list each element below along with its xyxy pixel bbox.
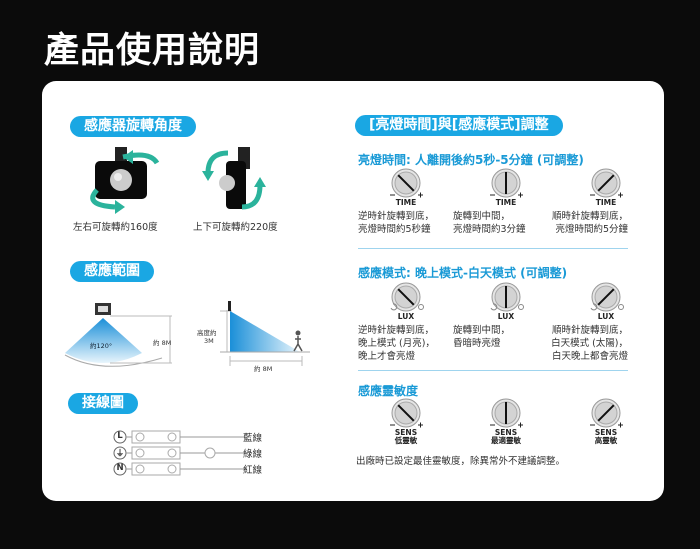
sens-knob-icon bbox=[390, 398, 423, 428]
vertical-rotation-caption: 上下可旋轉約220度 bbox=[193, 222, 278, 233]
sensitivity-heading: 感應靈敏度 bbox=[358, 384, 419, 398]
section-pill-rotation: 感應器旋轉角度 bbox=[70, 116, 196, 137]
divider bbox=[358, 370, 628, 371]
knob-label: SENS bbox=[394, 428, 418, 437]
knob-label: SENS bbox=[494, 428, 518, 437]
lux-description: 順時針旋轉到底， 白天模式 (太陽)， 白天晚上都會亮燈 bbox=[551, 325, 628, 362]
knob-sublabel: 低靈敏 bbox=[394, 436, 418, 445]
time-knob-max[interactable]: TIME bbox=[576, 167, 636, 207]
angle-label: 約120° bbox=[90, 342, 113, 350]
wire-color-label: 綠線 bbox=[243, 449, 263, 460]
height-label: 高度約 bbox=[197, 329, 217, 337]
time-knob-min[interactable]: TIME bbox=[376, 167, 436, 207]
sensitivity-note: 出廠時已設定最佳靈敏度，除異常外不建議調整。 bbox=[356, 456, 566, 467]
section-pill-adjustment: [亮燈時間]與[感應模式]調整 bbox=[355, 115, 563, 136]
sens-knob-icon bbox=[490, 398, 523, 428]
knob-label: TIME bbox=[495, 198, 517, 207]
lux-description: 旋轉到中間， 昏暗時亮燈 bbox=[453, 325, 511, 349]
time-description: 順時針旋轉到底， 亮燈時間約5分鐘 bbox=[551, 211, 628, 235]
time-knob-icon bbox=[490, 168, 523, 198]
section-pill-wiring: 接線圖 bbox=[68, 393, 138, 414]
wiring-row bbox=[113, 446, 247, 460]
lux-knob-icon bbox=[490, 282, 524, 312]
time-heading: 亮燈時間: 人離開後約5秒-5分鐘 (可調整) bbox=[358, 153, 584, 167]
lux-knob-mid[interactable]: LUX bbox=[476, 281, 536, 321]
section-pill-range: 感應範圍 bbox=[70, 261, 154, 282]
wiring-row bbox=[113, 430, 247, 444]
knob-label: TIME bbox=[395, 198, 417, 207]
terminal-label: N bbox=[116, 463, 124, 473]
horizontal-rotation-caption: 左右可旋轉約160度 bbox=[73, 222, 158, 233]
sens-knob-icon bbox=[590, 398, 623, 428]
knob-label: LUX bbox=[597, 312, 615, 321]
lux-heading: 感應模式: 晚上模式-白天模式 (可調整) bbox=[358, 266, 568, 280]
distance-label: 約 8M bbox=[153, 339, 172, 347]
time-description: 逆時針旋轉到底， 亮燈時間約5秒鐘 bbox=[358, 211, 435, 235]
page-title: 產品使用說明 bbox=[44, 31, 261, 71]
sensor-vertical-rotation-icon bbox=[202, 147, 266, 210]
time-knob-icon bbox=[390, 168, 423, 198]
terminal-label: L bbox=[117, 431, 123, 441]
wire-color-label: 藍線 bbox=[243, 433, 263, 444]
lux-knob-icon bbox=[390, 282, 424, 312]
knob-label: TIME bbox=[595, 198, 617, 207]
knob-sublabel: 高靈敏 bbox=[594, 436, 618, 445]
ground-distance-label: 約 8M bbox=[254, 365, 273, 373]
divider bbox=[358, 248, 628, 249]
height-value: 3M bbox=[204, 337, 214, 345]
time-knob-mid[interactable]: TIME bbox=[476, 167, 536, 207]
lux-knob-min[interactable]: LUX bbox=[376, 281, 436, 321]
time-description: 旋轉到中間， 亮燈時間約3分鐘 bbox=[453, 211, 526, 235]
lux-knob-icon bbox=[590, 282, 624, 312]
knob-label: LUX bbox=[397, 312, 415, 321]
terminal-label: ⏚ bbox=[115, 449, 125, 459]
lux-knob-max[interactable]: LUX bbox=[576, 281, 636, 321]
knob-label: SENS bbox=[594, 428, 618, 437]
sensor-horizontal-rotation-icon bbox=[90, 147, 160, 214]
wire-color-label: 紅線 bbox=[243, 465, 263, 476]
detection-range-diagram bbox=[64, 301, 310, 367]
wiring-row bbox=[113, 462, 247, 476]
lux-description: 逆時針旋轉到底， 晚上模式 (月亮)， 晚上才會亮燈 bbox=[358, 325, 435, 362]
time-knob-icon bbox=[590, 168, 623, 198]
knob-sublabel: 最適靈敏 bbox=[491, 436, 521, 445]
knob-label: LUX bbox=[497, 312, 515, 321]
